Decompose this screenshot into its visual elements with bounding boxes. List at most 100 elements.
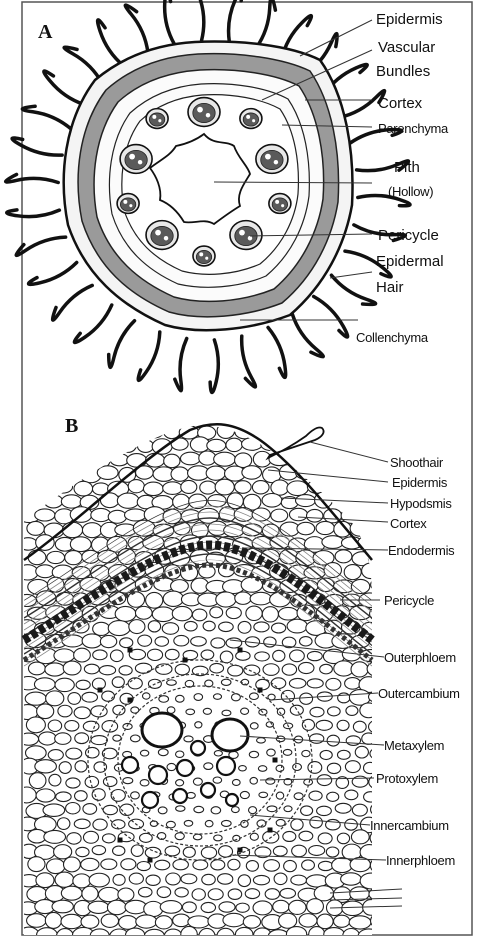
- parenchyma-cell: [343, 928, 360, 940]
- parenchyma-cell: [294, 793, 303, 800]
- parenchyma-cell: [108, 510, 126, 523]
- xylem-cluster: [196, 250, 211, 263]
- parenchyma-cell: [181, 926, 197, 940]
- parenchyma-cell: [48, 720, 61, 731]
- parenchyma-cell: [318, 833, 332, 844]
- parenchyma-cell: [88, 901, 109, 913]
- protoxylem-vessel: [173, 789, 187, 803]
- label-vascular-a-line2: Bundles: [376, 63, 430, 80]
- parenchyma-cell: [220, 651, 233, 663]
- parenchyma-cell: [120, 638, 133, 648]
- parenchyma-cell: [226, 638, 242, 648]
- parenchyma-cell: [173, 860, 188, 870]
- epidermal-hair: [74, 305, 111, 343]
- parenchyma-cell: [113, 846, 125, 855]
- parenchyma-cell: [307, 899, 324, 914]
- label-shoothair-b: Shoothair: [390, 455, 444, 470]
- parenchyma-cell: [82, 634, 102, 648]
- parenchyma-cell: [62, 467, 82, 481]
- parenchyma-cell: [283, 831, 296, 841]
- label-collenchyma-a: Collenchyma: [356, 330, 429, 345]
- parenchyma-cell: [335, 550, 352, 563]
- parenchyma-cell: [206, 466, 225, 480]
- parenchyma-cell: [182, 902, 196, 913]
- parenchyma-cell: [192, 666, 208, 675]
- parenchyma-cell: [173, 914, 190, 927]
- parenchyma-cell: [90, 425, 110, 438]
- parenchyma-cell: [351, 830, 369, 844]
- parenchyma-cell: [297, 522, 315, 534]
- parenchyma-cell: [163, 482, 183, 495]
- parenchyma-cell: [201, 902, 215, 912]
- parenchyma-cell: [92, 789, 105, 801]
- phloem-cell: [98, 688, 103, 693]
- xylem-cluster: [261, 150, 283, 169]
- parenchyma-cell: [317, 775, 331, 786]
- parenchyma-cell: [280, 888, 295, 898]
- parenchyma-cell: [243, 916, 260, 929]
- parenchyma-cell: [82, 523, 101, 538]
- parenchyma-cell: [232, 807, 240, 813]
- parenchyma-cell: [332, 858, 353, 873]
- parenchyma-cell: [214, 751, 222, 756]
- xylem-vessel: [129, 154, 135, 160]
- parenchyma-cell: [45, 912, 61, 928]
- parenchyma-cell: [27, 914, 47, 928]
- parenchyma-cell: [302, 719, 314, 730]
- parenchyma-cell: [352, 804, 367, 816]
- parenchyma-cell: [202, 874, 216, 884]
- parenchyma-cell: [291, 819, 303, 830]
- label-innerphloem-b: Innerphloem: [386, 853, 455, 868]
- parenchyma-cell: [43, 804, 65, 817]
- parenchyma-cell: [371, 913, 390, 928]
- epidermal-hair: [125, 5, 148, 53]
- parenchyma-cell: [83, 804, 97, 815]
- parenchyma-cell: [63, 437, 81, 453]
- parenchyma-cell: [236, 903, 249, 912]
- parenchyma-cell: [241, 708, 249, 714]
- parenchyma-cell: [361, 509, 381, 522]
- parenchyma-cell: [369, 720, 387, 734]
- parenchyma-cell: [164, 929, 182, 940]
- parenchyma-cell: [120, 437, 137, 452]
- parenchyma-cell: [360, 873, 382, 889]
- parenchyma-cell: [155, 637, 168, 647]
- parenchyma-cell: [103, 777, 116, 787]
- label-protoxylem-b: Protoxylem: [376, 771, 438, 786]
- label-endodermis-b: Endodermis: [388, 543, 455, 558]
- parenchyma-cell: [316, 720, 332, 730]
- parenchyma-cell: [176, 695, 185, 702]
- parenchyma-cell: [289, 900, 306, 914]
- parenchyma-cell: [214, 835, 223, 841]
- parenchyma-cell: [113, 874, 125, 885]
- parenchyma-cell: [289, 678, 305, 688]
- parenchyma-cell: [26, 717, 45, 733]
- parenchyma-cell: [211, 860, 225, 870]
- parenchyma-cell: [211, 638, 225, 648]
- epidermal-hair: [16, 237, 65, 255]
- parenchyma-cell: [278, 607, 298, 620]
- parenchyma-cell: [117, 493, 139, 508]
- parenchyma-cell: [107, 900, 126, 915]
- parenchyma-cell: [67, 833, 81, 844]
- parenchyma-cell: [63, 661, 81, 675]
- parenchyma-cell: [123, 778, 133, 784]
- parenchyma-cell: [273, 900, 289, 913]
- parenchyma-cell: [27, 439, 46, 451]
- protoxylem-vessel: [226, 794, 238, 806]
- protoxylem-vessel: [122, 757, 138, 773]
- parenchyma-cell: [302, 860, 315, 870]
- parenchyma-cell: [35, 426, 54, 440]
- xylem-vessel: [248, 236, 252, 240]
- parenchyma-cell: [360, 703, 378, 718]
- parenchyma-cell: [55, 678, 74, 691]
- parenchyma-cell: [28, 662, 45, 675]
- label-innercambium-b: Innercambium: [370, 818, 449, 833]
- parenchyma-cell: [175, 888, 188, 897]
- xylem-vessel: [158, 119, 161, 122]
- parenchyma-cell: [144, 929, 164, 940]
- parenchyma-cell: [167, 680, 177, 685]
- parenchyma-cell: [218, 874, 233, 884]
- parenchyma-cell: [83, 831, 98, 843]
- parenchyma-cell: [226, 438, 242, 451]
